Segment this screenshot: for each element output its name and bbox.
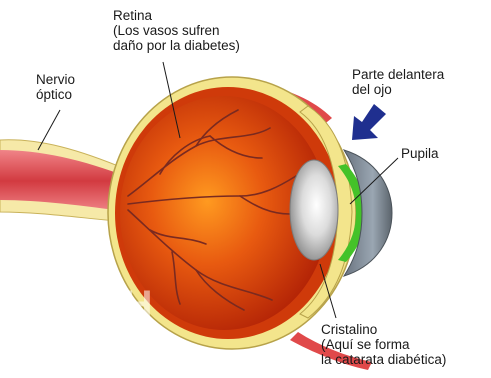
optic-nerve-line-1: Nervio xyxy=(36,72,75,87)
watermark: SH xyxy=(97,283,153,327)
front-of-eye-line-2: del ojo xyxy=(352,82,444,97)
lens xyxy=(290,160,338,260)
retina-label: Retina (Los vasos sufren daño por la dia… xyxy=(113,8,240,53)
lens-note: (Aquí se forma xyxy=(321,337,446,352)
lens-title: Cristalino xyxy=(321,322,446,337)
lens-note-2: la catarata diabética) xyxy=(321,352,446,367)
arrow-icon xyxy=(352,104,386,140)
retina-title: Retina xyxy=(113,8,240,23)
lens-label: Cristalino (Aquí se forma la catarata di… xyxy=(321,322,446,367)
retina-note-2: daño por la diabetes) xyxy=(113,38,240,53)
retina-note: (Los vasos sufren xyxy=(113,23,240,38)
pupil-text: Pupila xyxy=(401,146,439,161)
optic-nerve-label: Nervio óptico xyxy=(36,72,75,102)
optic-nerve-line-2: óptico xyxy=(36,87,75,102)
front-of-eye-line-1: Parte delantera xyxy=(352,67,444,82)
front-of-eye-label: Parte delantera del ojo xyxy=(352,67,444,97)
pupil-label: Pupila xyxy=(401,146,439,161)
